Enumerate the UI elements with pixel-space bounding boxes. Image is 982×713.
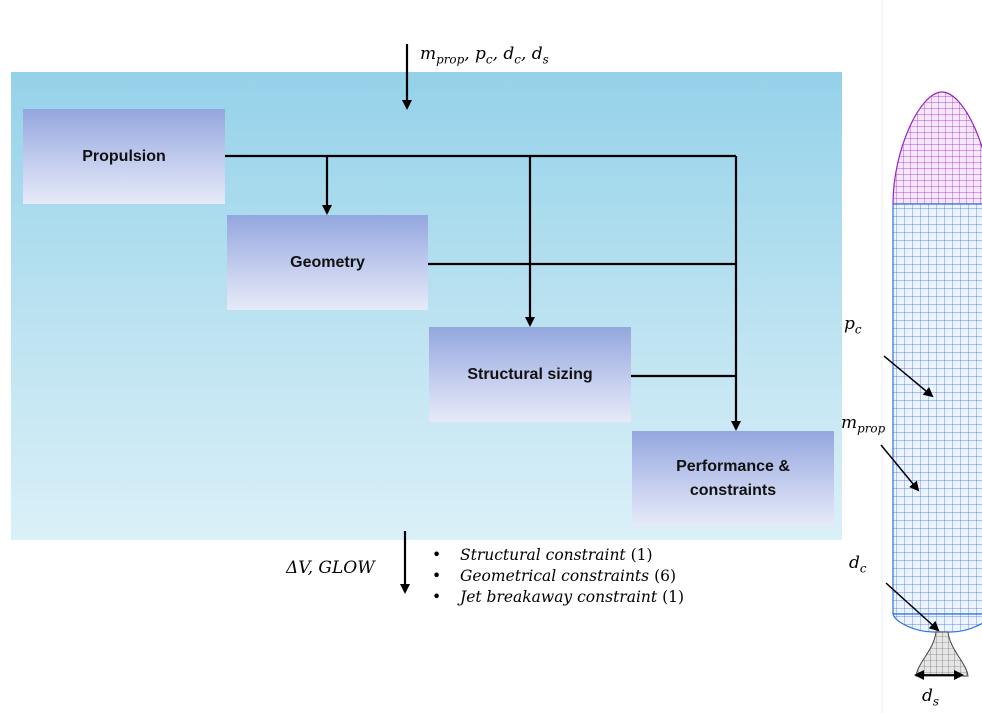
mprop-pointer-arrow xyxy=(880,444,920,492)
constraint-item: •Jet breakaway constraint (1) xyxy=(432,588,685,606)
input-var-ds: ds xyxy=(531,44,549,67)
structural-sizing-box: Structural sizing xyxy=(429,327,631,422)
performance-label-line1: Performance & xyxy=(676,457,790,475)
dc-pointer-arrow xyxy=(885,582,940,632)
pc-pointer-arrow xyxy=(883,355,934,398)
geometry-label: Geometry xyxy=(290,253,365,271)
geometry-box: Geometry xyxy=(227,215,428,310)
rocket-mesh-illustration xyxy=(880,0,982,713)
constraint-item: •Geometrical constraints (6) xyxy=(432,567,677,585)
constraints-list: •Structural constraint (1) •Geometrical … xyxy=(432,545,684,608)
performance-constraints-box: Performance & constraints xyxy=(632,431,834,526)
pc-label: pc xyxy=(844,314,862,337)
input-var-mprop: mprop xyxy=(420,44,465,67)
constraint-item: •Structural constraint (1) xyxy=(432,546,653,564)
propulsion-label: Propulsion xyxy=(82,147,166,165)
input-var-dc: dc xyxy=(503,44,521,67)
output-variables-label: ΔV, GLOW xyxy=(286,558,375,578)
input-var-pc: pc xyxy=(475,44,493,67)
structural-sizing-label: Structural sizing xyxy=(467,365,593,383)
dc-label: dc xyxy=(849,553,867,576)
input-variables-label: mprop, pc, dc, ds xyxy=(420,44,549,67)
performance-label-line2: constraints xyxy=(689,481,777,499)
propulsion-box: Propulsion xyxy=(23,109,225,204)
ds-label: ds xyxy=(922,686,939,709)
mprop-label: mprop xyxy=(841,413,886,436)
